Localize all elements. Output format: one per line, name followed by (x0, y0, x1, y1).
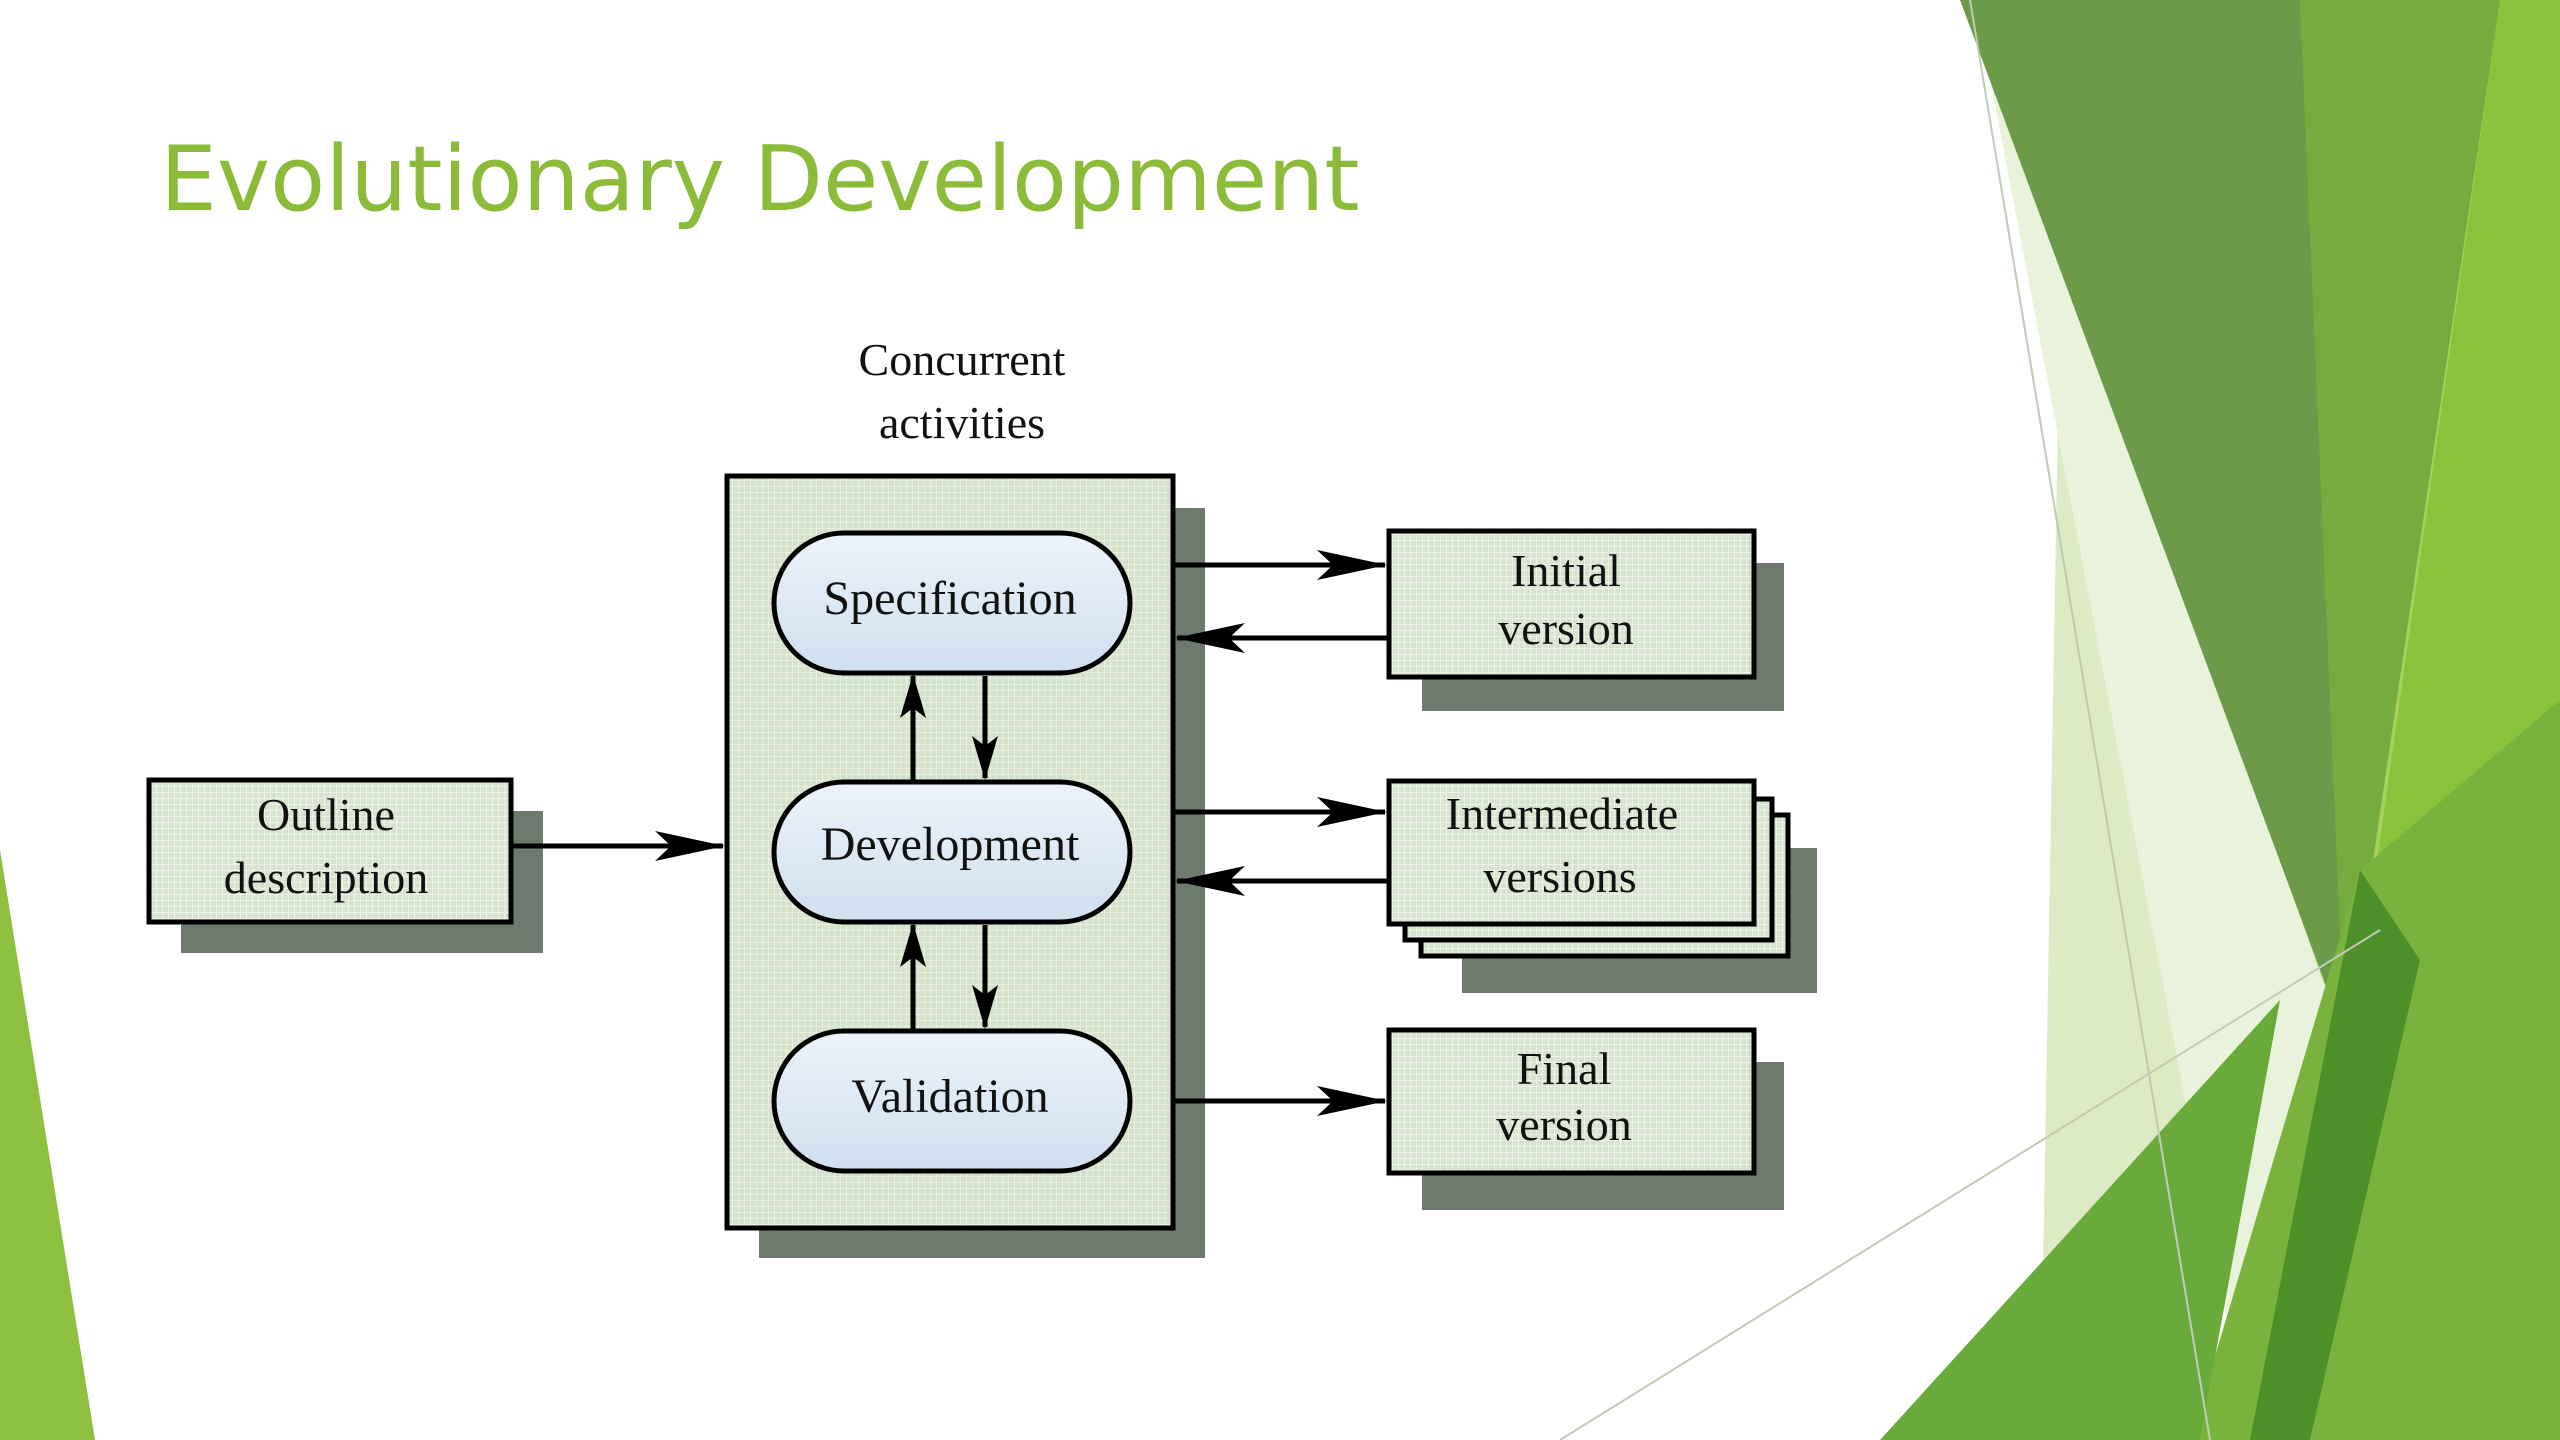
intermediate-versions-box: Intermediate versions (1386, 778, 1817, 993)
activity-label: Development (821, 818, 1080, 871)
intermediate-label-line-1: Intermediate (1446, 788, 1678, 839)
final-label-line-1: Final (1517, 1043, 1612, 1094)
deco-line-a (1969, 0, 2211, 1440)
right-bg-dark-a (1960, 0, 2350, 1050)
right-bg-mid-a (2300, 0, 2500, 1050)
group-label-line-1: Concurrent (859, 334, 1066, 385)
initial-version-box: Initial version (1386, 528, 1784, 711)
activity-validation: Validation (771, 1028, 1133, 1174)
final-version-box: Final version (1386, 1027, 1784, 1210)
activity-label: Specification (823, 572, 1076, 625)
initial-label-line-1: Initial (1511, 545, 1621, 596)
outline-description-box: Outline description (146, 777, 543, 953)
activity-label: Validation (851, 1070, 1048, 1123)
left-green-stripe (0, 850, 95, 1440)
slide-title: Evolutionary Development (160, 127, 1360, 232)
outline-label-line-2: description (224, 852, 428, 903)
group-label-line-2: activities (879, 397, 1045, 448)
deco-line-b (1559, 929, 2381, 1440)
intermediate-label-line-2: versions (1483, 851, 1636, 902)
activity-development: Development (771, 779, 1133, 925)
activity-specification: Specification (771, 530, 1133, 676)
initial-label-line-2: version (1498, 603, 1633, 654)
final-label-line-2: version (1496, 1099, 1631, 1150)
right-bg-mid-c (1880, 1000, 2280, 1440)
outline-label-line-1: Outline (257, 789, 395, 840)
right-bg-dark-b (2250, 870, 2420, 1440)
